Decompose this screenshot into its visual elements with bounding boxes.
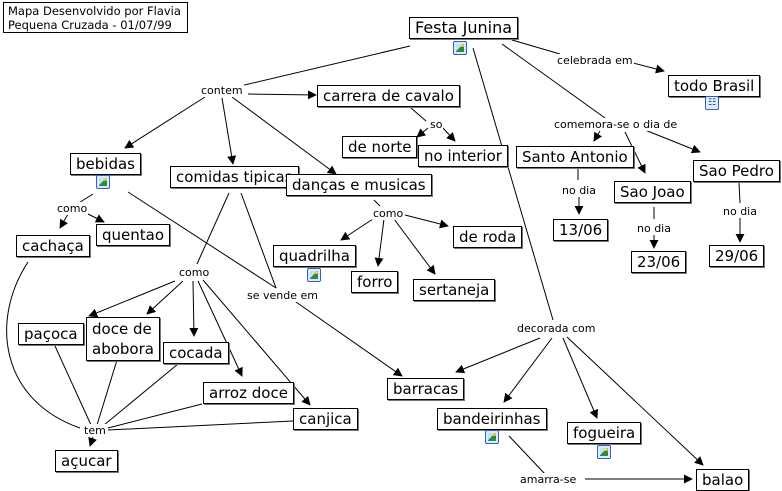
link-no-dia[interactable]: no dia	[722, 205, 758, 218]
connector	[88, 280, 176, 318]
concept-fogueira[interactable]: fogueira	[567, 422, 642, 444]
connector	[455, 337, 541, 374]
connector	[393, 218, 436, 275]
concept-sao-pedro[interactable]: Sao Pedro	[693, 160, 780, 182]
concept-map-resource-icon[interactable]: ☷	[705, 96, 719, 110]
concept-date-13-06[interactable]: 13/06	[553, 219, 609, 241]
connector	[410, 107, 427, 122]
image-resource-icon[interactable]	[453, 41, 467, 55]
connector	[373, 199, 381, 207]
connector	[472, 47, 554, 321]
connector	[566, 336, 704, 466]
connector	[639, 127, 701, 154]
connector	[6, 261, 81, 429]
image-resource-icon[interactable]	[485, 430, 499, 444]
concept-no-interior[interactable]: no interior	[418, 145, 508, 167]
image-resource-icon[interactable]	[307, 268, 321, 282]
connector	[239, 45, 411, 87]
link-amarra-se[interactable]: amarra-se	[519, 473, 578, 486]
connector	[511, 39, 561, 55]
link-se-vende-em[interactable]: se vende em	[246, 289, 319, 302]
concept-date-23-06[interactable]: 23/06	[631, 251, 687, 273]
concept-quadrilha[interactable]: quadrilha	[273, 245, 356, 267]
concept-cachaca[interactable]: cachaça	[16, 235, 90, 257]
connector	[54, 345, 92, 426]
concept-forro[interactable]: forro	[351, 271, 399, 293]
link-no-dia[interactable]: no dia	[561, 184, 597, 197]
author-credit: Mapa Desenvolvido por Flavia Pequena Cru…	[3, 2, 188, 33]
connector	[196, 192, 230, 265]
concept-comidas-tipicas[interactable]: comidas tipicas	[170, 166, 299, 188]
connector	[624, 131, 646, 174]
connector	[508, 435, 546, 475]
link-como[interactable]: como	[372, 207, 405, 220]
connector	[240, 192, 277, 289]
connector	[404, 214, 449, 229]
connector	[374, 218, 385, 267]
concept-dancas-e-musicas[interactable]: danças e musicas	[286, 174, 432, 196]
connector	[88, 436, 97, 447]
credit-line-2: Pequena Cruzada - 01/07/99	[8, 18, 172, 32]
connector	[441, 126, 456, 142]
connector	[146, 280, 184, 315]
concept-acucar[interactable]: açucar	[55, 450, 118, 472]
connector	[96, 359, 118, 426]
link-comemora-se-o-dia-de[interactable]: comemora-se o dia de	[553, 118, 679, 131]
concept-de-norte[interactable]: de norte	[342, 136, 418, 158]
image-resource-icon[interactable]	[597, 445, 611, 459]
connector	[503, 337, 553, 403]
connector	[87, 213, 105, 223]
connector	[416, 127, 429, 138]
connector	[593, 130, 603, 142]
concept-canjica[interactable]: canjica	[293, 408, 358, 430]
connector	[59, 213, 69, 229]
concept-doce-de-abobora[interactable]: doce de abobora	[86, 317, 160, 361]
link-decorada-com[interactable]: decorada com	[516, 322, 597, 335]
link-no-dia[interactable]: no dia	[636, 222, 672, 235]
connector	[340, 216, 377, 241]
credit-line-1: Mapa Desenvolvido por Flavia	[8, 4, 181, 18]
concept-bandeirinhas[interactable]: bandeirinhas	[437, 408, 547, 430]
connector	[127, 191, 277, 289]
concept-carrera-de-cavalo[interactable]: carrera de cavalo	[317, 85, 460, 107]
connector	[189, 280, 199, 337]
concept-pacoca[interactable]: paçoca	[18, 323, 84, 345]
concept-date-29-06[interactable]: 29/06	[709, 245, 765, 267]
concept-sertaneja[interactable]: sertaneja	[413, 279, 496, 301]
concept-santo-antonio[interactable]: Santo Antonio	[516, 146, 634, 168]
connector	[247, 90, 317, 100]
concept-todo-brasil[interactable]: todo Brasil	[668, 75, 761, 97]
connector	[295, 301, 403, 377]
connector	[231, 96, 337, 175]
concept-balao[interactable]: balao	[696, 469, 750, 491]
connector	[501, 43, 606, 119]
connector	[103, 363, 179, 426]
connector	[107, 403, 203, 429]
connector	[632, 62, 665, 74]
connector	[197, 280, 243, 377]
link-so[interactable]: so	[429, 118, 444, 131]
connector	[738, 182, 741, 204]
concept-festa-junina[interactable]: Festa Junina	[409, 17, 519, 39]
link-como[interactable]: como	[56, 202, 89, 215]
link-celebrada-em[interactable]: celebrada em	[556, 54, 634, 67]
link-como[interactable]: como	[178, 266, 211, 279]
link-contem[interactable]: contem	[200, 84, 244, 97]
connector	[562, 337, 598, 419]
concept-de-roda[interactable]: de roda	[453, 226, 523, 248]
concept-barracas[interactable]: barracas	[387, 378, 465, 400]
concept-sao-joao[interactable]: Sao Joao	[614, 181, 691, 203]
link-tem[interactable]: tem	[83, 424, 107, 437]
image-resource-icon[interactable]	[96, 175, 110, 189]
connector	[124, 96, 206, 149]
concept-bebidas[interactable]: bebidas	[70, 153, 141, 175]
concept-cocada[interactable]: cocada	[163, 342, 229, 364]
connector	[107, 420, 294, 431]
concept-quentao[interactable]: quentao	[96, 224, 171, 246]
concept-arroz-doce[interactable]: arroz doce	[203, 382, 294, 404]
connector	[221, 97, 237, 165]
